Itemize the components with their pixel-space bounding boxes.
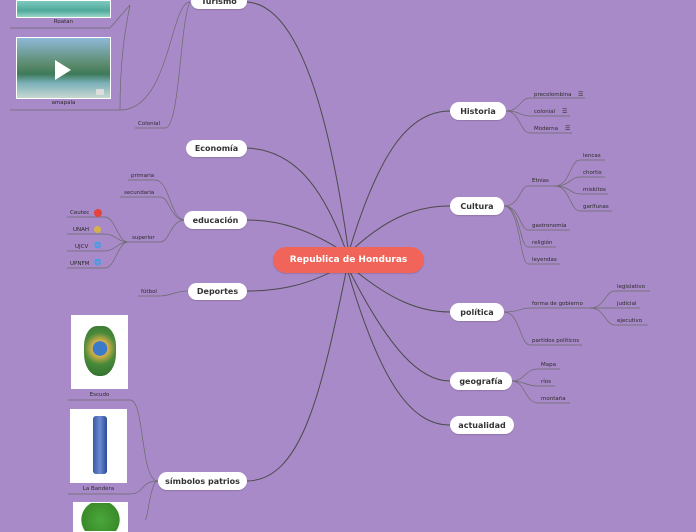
branch-simbolos-patrios[interactable]: símbolos patrios: [158, 472, 247, 490]
branch-economia[interactable]: Economía: [186, 140, 247, 157]
label-colonial-turismo[interactable]: Colonial: [138, 121, 160, 128]
amapala-image[interactable]: [16, 37, 111, 99]
label-leyendas[interactable]: leyendas: [532, 257, 557, 264]
globe-icon: 🌐: [94, 242, 101, 249]
label-moderna[interactable]: Moderna: [534, 126, 558, 133]
label-ceutec[interactable]: Ceutec: [70, 210, 89, 217]
branch-actualidad[interactable]: actualidad: [450, 416, 514, 434]
label-partidos-politicos[interactable]: partidos políticos: [532, 338, 579, 345]
branch-turismo[interactable]: Turismo: [191, 0, 247, 9]
label-religion[interactable]: religión: [532, 240, 552, 247]
label-chortis[interactable]: chortis: [583, 170, 602, 177]
branch-cultura[interactable]: Cultura: [450, 197, 504, 215]
note-icon[interactable]: ☰: [562, 108, 567, 115]
label-forma-de-gobierno[interactable]: forma de gobierno: [532, 301, 583, 308]
roatan-caption: Roatan: [16, 19, 111, 25]
label-miskitos[interactable]: miskitos: [583, 187, 606, 194]
video-badge-icon: [96, 89, 104, 95]
label-judicial[interactable]: judicial: [617, 301, 636, 308]
label-mapa[interactable]: Mapa: [541, 362, 556, 369]
label-upnfm[interactable]: UPNFM: [70, 261, 89, 268]
flag-icon: [93, 416, 107, 474]
branch-geografia[interactable]: geografía: [450, 372, 512, 390]
branch-educacion[interactable]: educación: [184, 211, 247, 229]
globe-icon: 🌐: [94, 259, 101, 266]
central-topic[interactable]: Republica de Honduras: [273, 247, 424, 273]
label-precolombina[interactable]: precolombina: [534, 92, 572, 99]
label-rios[interactable]: ríos: [541, 379, 551, 386]
label-futbol[interactable]: fútbol: [141, 289, 157, 296]
bandera-caption: La Bandera: [70, 486, 127, 492]
escudo-image[interactable]: [71, 315, 128, 389]
ceutec-logo-icon: [94, 209, 102, 217]
roatan-image[interactable]: [16, 0, 111, 18]
label-montana[interactable]: montaña: [541, 396, 566, 403]
escudo-emblem-icon: [84, 326, 116, 376]
branch-historia[interactable]: Historia: [450, 102, 506, 120]
play-icon[interactable]: [55, 60, 71, 80]
label-lencas[interactable]: lencas: [583, 153, 601, 160]
note-icon[interactable]: ☰: [578, 91, 583, 98]
label-superior[interactable]: superior: [132, 235, 155, 242]
bandera-image[interactable]: [70, 409, 127, 483]
note-icon[interactable]: ☰: [565, 125, 570, 132]
label-primaria[interactable]: primaria: [131, 173, 154, 180]
tree-image[interactable]: [73, 502, 128, 532]
label-colonial-historia[interactable]: colonial: [534, 109, 555, 116]
escudo-caption: Escudo: [71, 392, 128, 398]
label-etnias[interactable]: Etnias: [532, 178, 549, 185]
label-legislativo[interactable]: legislativo: [617, 284, 645, 291]
amapala-caption: amapala: [16, 100, 111, 106]
unah-logo-icon: [94, 226, 101, 233]
label-ujcv[interactable]: UJCV: [75, 244, 88, 251]
label-ejecutivo[interactable]: ejecutivo: [617, 318, 642, 325]
label-gastronomia[interactable]: gastronomía: [532, 223, 567, 230]
label-unah[interactable]: UNAH: [73, 227, 89, 234]
label-garifunas[interactable]: garífunas: [583, 204, 609, 211]
branch-deportes[interactable]: Deportes: [188, 283, 247, 300]
label-secundaria[interactable]: secundaria: [124, 190, 154, 197]
branch-politica[interactable]: política: [450, 303, 504, 321]
